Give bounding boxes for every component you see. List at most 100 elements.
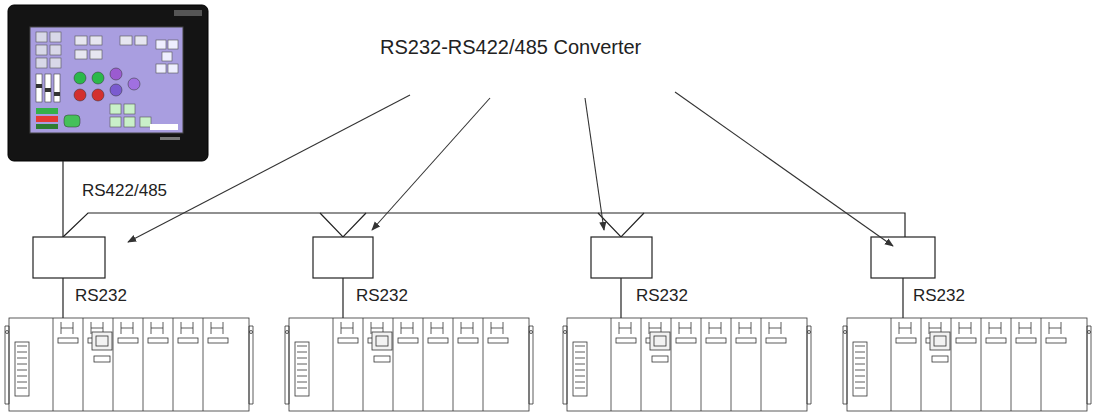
converter-box [313,237,373,278]
plc-rack [1087,326,1091,404]
plc-rack [855,346,865,347]
hmi-screen-widgets [54,92,60,96]
plc-rack [855,352,865,353]
plc-rack [1041,318,1042,411]
plc-rack [652,356,668,362]
plc-rack [92,332,112,350]
plc-rack [9,318,249,411]
plc-rack [1019,322,1031,334]
plc-rack [956,338,976,343]
plc-rack [709,322,721,334]
plc-rack [297,382,307,383]
plc-rack [208,338,228,343]
plc-rack [921,318,922,411]
plc-rack [611,318,612,411]
plc-rack [53,318,54,411]
plc-rack [575,358,585,359]
plc-rack [807,326,811,404]
callout-leader [128,92,893,246]
plc-rack [959,322,971,334]
plc-rack [401,322,413,334]
plc-rack [676,338,696,343]
plc-rack [297,388,307,389]
hmi-panel [174,10,202,16]
hmi-screen-widgets [156,40,166,49]
rs485-cable [63,213,905,237]
plc-rack [17,364,27,365]
plc-rack [5,318,253,411]
plc-rack [5,318,1091,411]
plc-rack [1011,318,1012,411]
hmi-screen-widgets [120,36,132,45]
plc-rack [286,331,289,334]
hmi-screen-widgets [90,50,102,59]
hmi-screen-widgets [92,72,104,84]
converter-box [33,237,105,278]
hmi-screen-widgets [36,124,58,129]
plc-rack [530,331,533,334]
hmi-panel [8,5,208,161]
plc-rack [297,352,307,353]
hmi-panel [30,27,183,133]
rs485-cable [63,161,905,237]
plc-rack [671,318,672,411]
hmi-screen-widgets [128,78,140,90]
plc-rack [736,338,756,343]
plc-rack [855,388,865,389]
hmi-screen-widgets [36,58,47,68]
plc-rack [341,322,353,334]
converter-box [591,237,652,278]
plc-rack [295,342,309,396]
signal-name: RS232 [913,287,965,306]
plc-rack [398,338,418,343]
plc-rack [96,336,108,346]
plc-rack [83,318,84,411]
plc-rack [573,342,587,396]
plc-rack [289,318,529,411]
hmi-screen-widgets [50,45,61,55]
plc-rack [761,318,762,411]
plc-rack [529,326,533,404]
plc-rack [181,322,193,334]
plc-rack [701,318,702,411]
plc-rack [641,318,642,411]
hmi-screen-widgets [36,32,47,42]
plc-rack [575,346,585,347]
plc-rack [739,322,751,334]
plc-rack [896,338,916,343]
plc-rack [338,338,358,343]
plc-rack [855,370,865,371]
signal-name: RS232 [75,287,127,306]
plc-rack [575,364,585,365]
plc-rack [769,322,781,334]
plc-rack [808,331,811,334]
plc-rack [297,364,307,365]
plc-rack [616,338,636,343]
callout-leader [675,92,893,246]
hmi-screen-widgets [64,115,80,127]
plc-rack [17,388,27,389]
hmi-screen-widgets [75,36,87,45]
hmi-screen-widgets [54,74,60,102]
plc-rack [333,318,334,411]
plc-rack [934,336,946,346]
hmi-screen-widgets [135,36,147,45]
hmi-screen-widgets [36,32,178,130]
plc-rack [575,376,585,377]
plc-rack [930,332,950,350]
hmi-screen-widgets [50,58,61,68]
signal-name: RS232 [636,287,688,306]
hmi-panel [8,5,208,161]
plc-rack [376,336,388,346]
signal-name: RS232 [356,287,408,306]
plc-rack [297,370,307,371]
plc-rack [113,318,114,411]
plc-rack [249,326,253,404]
hmi-screen-widgets [74,89,86,101]
hmi-screen-widgets [45,88,51,92]
plc-rack [61,322,73,334]
plc-rack [650,332,670,350]
plc-rack [431,322,443,334]
plc-rack [58,338,78,343]
